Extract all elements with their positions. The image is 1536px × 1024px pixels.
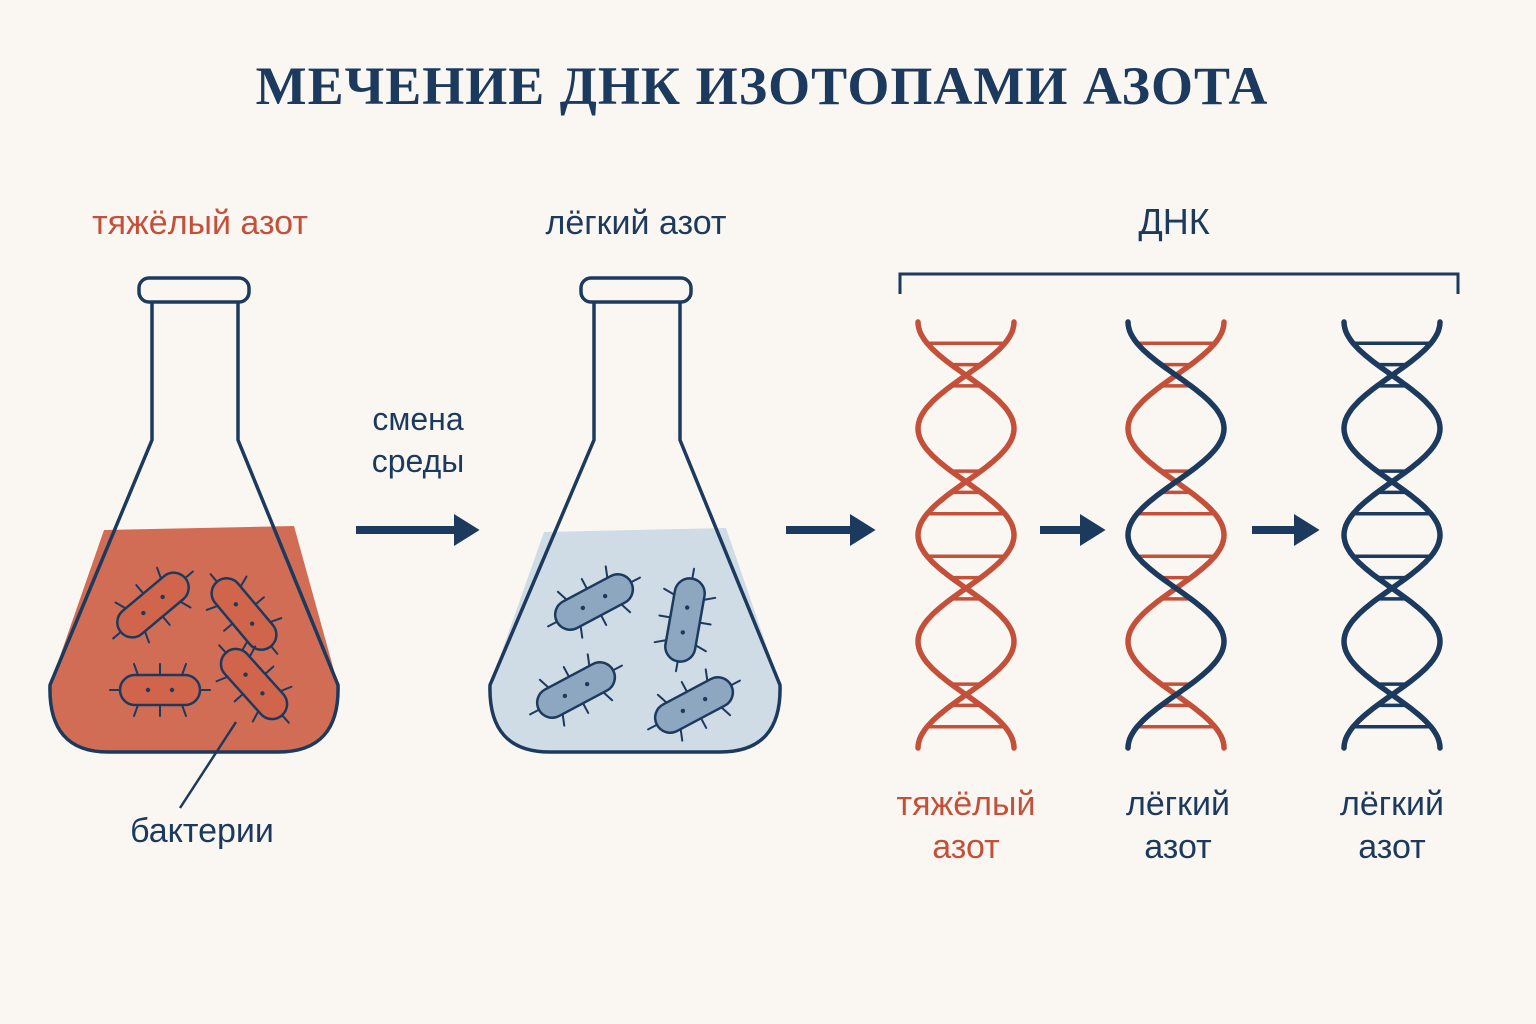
dna-group-label: ДНК	[1138, 201, 1209, 242]
flask-heavy-liquid	[49, 526, 339, 752]
page-title: МЕЧЕНИЕ ДНК ИЗОТОПАМИ АЗОТА	[256, 56, 1269, 116]
dna-strand	[1341, 319, 1443, 751]
flask-heavy: тяжёлый азот бактерии	[48, 204, 340, 850]
medium-change: смена среды	[356, 401, 480, 546]
dna-strand	[1125, 319, 1227, 751]
flask-light-label: лёгкий азот	[546, 204, 727, 242]
bacterium-icon	[547, 565, 641, 639]
dna-heavy-label-line2: азот	[932, 828, 999, 866]
flask-heavy-label: тяжёлый азот	[92, 204, 308, 242]
bacterium-icon	[112, 566, 194, 644]
dna-strand	[915, 319, 1017, 751]
medium-change-label-line1: смена	[372, 401, 463, 437]
flask-light-bacteria	[529, 565, 741, 742]
dna-group-bracket	[898, 272, 1460, 294]
bacterium-icon	[647, 668, 741, 742]
bacterium-icon	[205, 573, 283, 655]
dna-heavy-label-line1: тяжёлый	[897, 785, 1036, 823]
dna-strand	[1125, 319, 1227, 751]
dna-hybrid-label-line1: лёгкий	[1126, 785, 1230, 823]
flask-heavy-bacteria	[109, 566, 293, 724]
bacteria-label: бактерии	[130, 812, 274, 850]
bacteria-pointer-line	[178, 721, 238, 809]
medium-change-label-line2: среды	[372, 443, 465, 479]
dna-light	[1341, 319, 1443, 751]
flask-light-liquid	[489, 528, 781, 752]
flask-light-rim	[579, 276, 693, 304]
dna-hybrid	[1125, 319, 1227, 751]
bacterium-icon	[529, 653, 623, 727]
flask-light: лёгкий азот	[488, 204, 782, 754]
bacterium-icon	[215, 644, 293, 724]
dna-strand	[915, 319, 1017, 751]
flask-heavy-rim	[137, 276, 251, 304]
bacterium-icon	[653, 567, 717, 673]
flask-light-outline	[488, 302, 782, 754]
dna-heavy	[915, 319, 1017, 751]
dna-hybrid-label-line2: азот	[1144, 828, 1211, 866]
dna-strand	[1341, 319, 1443, 751]
flask-heavy-outline	[48, 302, 340, 754]
dna-light-label-line1: лёгкий	[1340, 785, 1444, 823]
dna-light-label-line2: азот	[1358, 828, 1425, 866]
bacterium-icon	[109, 663, 211, 717]
